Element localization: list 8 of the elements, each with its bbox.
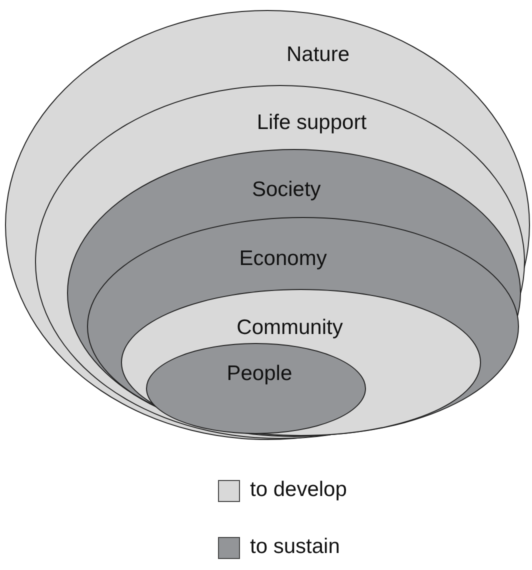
band-label: Economy <box>239 247 327 272</box>
legend-label: to develop <box>250 478 347 502</box>
band-label: Community <box>236 316 343 340</box>
legend-label: to sustain <box>250 535 340 559</box>
band-label: People <box>226 362 292 386</box>
band-label: Nature <box>286 43 350 67</box>
band-label: Society <box>252 178 321 202</box>
band-label: Life support <box>256 110 367 135</box>
